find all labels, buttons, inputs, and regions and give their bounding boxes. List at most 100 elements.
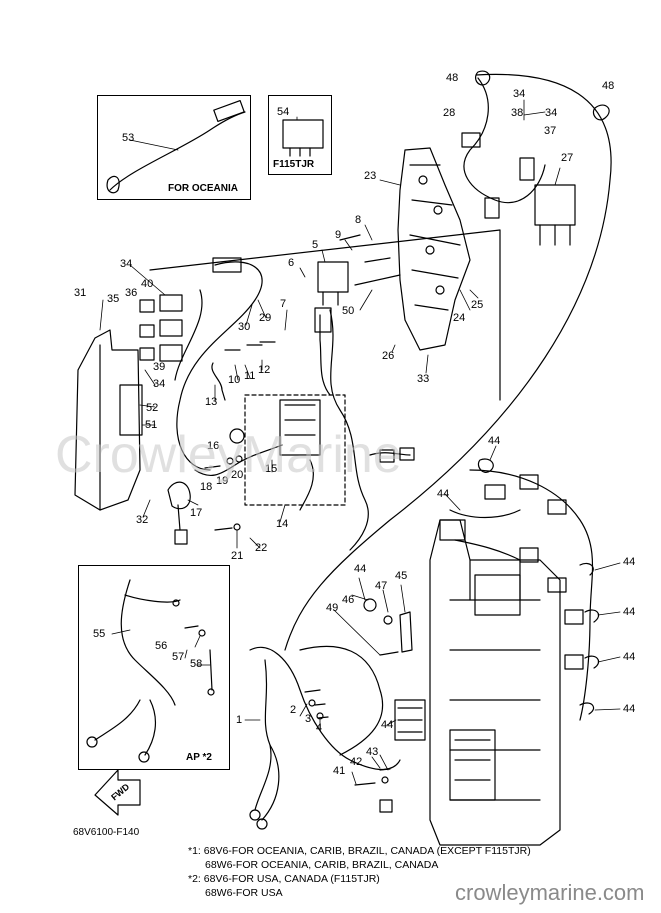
part-label-4: 4 xyxy=(316,722,323,734)
part-label-44-left: 44 xyxy=(437,488,450,500)
clamp-48-right xyxy=(592,104,610,121)
inset-ap-box xyxy=(78,565,230,770)
module-15 xyxy=(279,399,321,456)
bracket-23 xyxy=(397,147,471,351)
cover-31 xyxy=(74,329,141,511)
part-label-37: 37 xyxy=(544,125,557,137)
part-label-14: 14 xyxy=(276,518,289,530)
part-label-26: 26 xyxy=(382,350,395,362)
part-label-31: 31 xyxy=(74,287,87,299)
engine-block xyxy=(429,519,561,846)
part-label-40: 40 xyxy=(141,278,154,290)
part-label-3: 3 xyxy=(305,713,312,725)
harness-left xyxy=(176,261,263,471)
inset-ap-caption: AP *2 xyxy=(186,752,212,763)
harness-center xyxy=(329,309,369,551)
part-label-29: 29 xyxy=(259,312,272,324)
inset-ap-part-55: 55 xyxy=(93,628,106,640)
part-label-46: 46 xyxy=(342,594,355,606)
part-label-36: 36 xyxy=(125,287,138,299)
part-label-38: 38 xyxy=(511,107,524,119)
part-label-22: 22 xyxy=(255,542,268,554)
inset-ap-part-58: 58 xyxy=(190,658,203,670)
part-label-43: 43 xyxy=(366,746,379,758)
inset-f115-part: 54 xyxy=(277,106,290,118)
footnote-2: 68W6-FOR OCEANIA, CARIB, BRAZIL, CANADA xyxy=(205,859,439,871)
part-label-11: 11 xyxy=(244,370,256,382)
clamp-48-top xyxy=(474,70,491,86)
part-label-45: 45 xyxy=(395,570,408,582)
part-label-50: 50 xyxy=(342,305,355,317)
part-label-51: 51 xyxy=(145,419,158,431)
part-label-28: 28 xyxy=(443,107,456,119)
part-label-25: 25 xyxy=(471,299,484,311)
part-label-33: 33 xyxy=(417,373,430,385)
part-label-44-low: 44 xyxy=(381,719,394,731)
part-label-7: 7 xyxy=(280,298,287,310)
watermark-bottom: crowleymarine.com xyxy=(455,880,645,905)
part-label-34-top: 34 xyxy=(120,258,133,270)
assembly-outline xyxy=(284,73,612,651)
part-label-44-upper: 44 xyxy=(488,435,501,447)
part-label-13: 13 xyxy=(205,396,218,408)
inset-ap-part-56: 56 xyxy=(155,640,168,652)
part-label-23: 23 xyxy=(364,170,377,182)
part-label-21: 21 xyxy=(231,550,244,562)
part-label-44-r4: 44 xyxy=(623,703,636,715)
part-label-44-mid: 44 xyxy=(354,563,367,575)
part-label-18: 18 xyxy=(200,481,213,493)
part-label-48-right: 48 xyxy=(602,80,615,92)
part-label-42: 42 xyxy=(350,756,363,768)
part-label-17: 17 xyxy=(190,507,203,519)
part-label-35: 35 xyxy=(107,293,120,305)
inset-oceania-caption: FOR OCEANIA xyxy=(168,183,238,194)
part-label-34-mid: 34 xyxy=(513,88,526,100)
part-label-32: 32 xyxy=(136,514,149,526)
part-label-1: 1 xyxy=(236,714,243,726)
footnote-1: *1: 68V6-FOR OCEANIA, CARIB, BRAZIL, CAN… xyxy=(188,845,531,857)
part-label-49: 49 xyxy=(326,602,339,614)
assembly-outline-2 xyxy=(149,229,501,401)
part-label-34-left: 34 xyxy=(153,378,166,390)
inset-f115-caption: F115TJR xyxy=(273,159,315,170)
part-label-15: 15 xyxy=(265,463,278,475)
harness-main xyxy=(249,646,401,770)
part-label-9: 9 xyxy=(335,229,342,241)
part-label-24: 24 xyxy=(453,312,466,324)
part-label-8: 8 xyxy=(355,214,362,226)
inset-f115-box xyxy=(268,95,332,175)
relay-5 xyxy=(317,261,349,293)
part-label-44-r2: 44 xyxy=(623,606,636,618)
part-label-41: 41 xyxy=(333,765,346,777)
part-label-2: 2 xyxy=(290,704,297,716)
inset-oceania-part: 53 xyxy=(122,132,135,144)
inset-oceania-box xyxy=(97,95,251,200)
footnote-3: *2: 68V6-FOR USA, CANADA (F115TJR) xyxy=(188,873,380,885)
relay-27 xyxy=(534,184,576,226)
plug-17 xyxy=(167,481,191,510)
part-label-6: 6 xyxy=(288,257,295,269)
part-label-10: 10 xyxy=(228,374,241,386)
bracket-14 xyxy=(244,394,346,506)
part-label-20: 20 xyxy=(231,469,244,481)
watermark-center: CrowleyMarine xyxy=(55,426,402,484)
part-label-39: 39 xyxy=(153,361,166,373)
harness-right xyxy=(469,469,594,721)
part-label-16: 16 xyxy=(207,440,220,452)
part-label-12: 12 xyxy=(258,364,271,376)
part-label-52: 52 xyxy=(146,402,159,414)
part-label-47: 47 xyxy=(375,580,388,592)
fwd-arrow xyxy=(94,769,141,816)
diagram-code: 68V6100-F140 xyxy=(73,827,140,838)
part-label-34-right: 34 xyxy=(545,107,558,119)
part-label-48-top: 48 xyxy=(446,72,459,84)
part-label-44-r3: 44 xyxy=(623,651,636,663)
part-label-5: 5 xyxy=(312,239,319,251)
part-label-27: 27 xyxy=(561,152,574,164)
footnote-4: 68W6-FOR USA xyxy=(205,887,283,899)
inset-ap-part-57: 57 xyxy=(172,651,185,663)
part-label-44-r1: 44 xyxy=(623,556,636,568)
part-label-30: 30 xyxy=(238,321,251,333)
ecm-box xyxy=(449,729,496,801)
